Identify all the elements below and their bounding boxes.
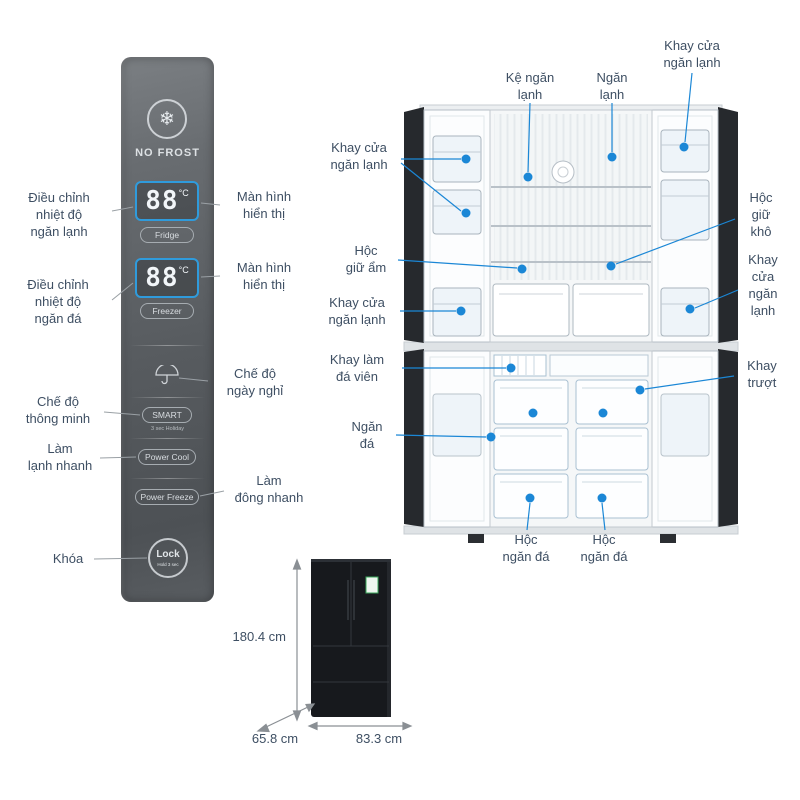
lock-button-label: Lock xyxy=(156,548,180,560)
label-dry-box: Hộc giữ khô xyxy=(749,190,773,239)
mini-fridge-illustration xyxy=(311,559,391,717)
label-door-tray-top-right: Khay cửa ngăn lạnh xyxy=(663,38,721,70)
top-left-door-edge xyxy=(404,107,424,343)
energy-sticker xyxy=(365,576,379,594)
freezer-temp-display: 88 °C xyxy=(135,258,199,298)
fridge-foot xyxy=(660,534,676,543)
fridge-temp-display: 88 °C xyxy=(135,181,199,221)
label-fast-cool: Làm lạnh nhanh xyxy=(27,441,93,473)
fridge-button[interactable]: Fridge xyxy=(140,227,194,243)
snowflake-icon: ❄ xyxy=(159,108,175,130)
holiday-umbrella-icon xyxy=(155,365,179,385)
label-width-dimension: 83.3 cm xyxy=(355,731,403,746)
label-door-tray-mid-left: Khay cửa ngăn lạnh xyxy=(328,295,386,327)
label-display-top: Màn hình hiển thị xyxy=(236,189,292,221)
fridge-foot xyxy=(468,534,484,543)
power-cool-button[interactable]: Power Cool xyxy=(138,449,196,465)
top-right-door xyxy=(651,109,719,343)
label-smart-mode: Chế độ thông minh xyxy=(25,394,91,426)
smart-button-subtext: 3 sec Holiday xyxy=(150,426,185,432)
label-display-bottom: Màn hình hiển thị xyxy=(236,260,292,292)
label-holiday-mode: Chế độ ngày nghỉ xyxy=(226,366,284,398)
label-freezer-compartment: Ngăn đá xyxy=(351,419,383,451)
freezer-temp-digits: 88 xyxy=(145,263,179,293)
top-right-door-edge xyxy=(718,107,738,343)
bottom-right-door-edge xyxy=(718,349,738,527)
fridge-interior xyxy=(489,109,653,343)
panel-divider xyxy=(130,438,205,439)
label-depth-dimension: 65.8 cm xyxy=(251,731,299,746)
panel-divider xyxy=(130,397,205,398)
fridge-shelves xyxy=(491,186,651,263)
label-freezer-temp-adjust: Điều chỉnh nhiệt độ ngăn đá xyxy=(27,277,89,326)
no-frost-logo: ❄ xyxy=(147,99,187,139)
top-right-door-bins xyxy=(660,129,710,337)
bottom-left-door xyxy=(423,350,491,528)
bottom-left-door-edge xyxy=(404,349,424,527)
label-door-tray-mid-right: Khay cửa ngăn lạnh xyxy=(748,252,778,318)
open-fridge-illustration xyxy=(403,104,739,543)
fridge-temp-digits: 88 xyxy=(145,186,179,216)
fridge-temp-unit: °C xyxy=(178,188,189,198)
freezer-interior xyxy=(489,350,653,528)
fridge-light xyxy=(551,160,575,184)
freezer-temp-unit: °C xyxy=(178,265,189,275)
ice-tray xyxy=(493,354,547,377)
lock-button-subtext: Hold 3 sec xyxy=(157,561,179,567)
bottom-right-door xyxy=(651,350,719,528)
power-freeze-button[interactable]: Power Freeze xyxy=(135,489,199,505)
control-panel: ❄ NO FROST 88 °C Fridge 88 °C Freezer SM… xyxy=(121,57,214,602)
label-fridge-temp-adjust: Điều chỉnh nhiệt độ ngăn lạnh xyxy=(28,190,90,239)
freezer-drawers xyxy=(493,379,649,519)
feature-dots xyxy=(456,142,695,503)
label-ice-tray: Khay làm đá viên xyxy=(329,352,385,384)
label-fast-freeze: Làm đông nhanh xyxy=(234,473,304,505)
no-frost-text: NO FROST xyxy=(135,147,200,159)
top-left-door-bins xyxy=(432,135,482,337)
feature-connector-lines xyxy=(395,72,739,531)
top-left-door xyxy=(423,109,491,343)
label-humid-box: Hộc giữ ẩm xyxy=(345,243,387,275)
label-fridge-compartment: Ngăn lạnh xyxy=(596,70,628,102)
panel-divider xyxy=(130,345,205,346)
slide-tray xyxy=(549,354,649,377)
crisper-drawers xyxy=(492,283,650,337)
smart-button[interactable]: SMART xyxy=(142,407,192,423)
label-shelf: Kệ ngăn lạnh xyxy=(505,70,555,102)
label-freezer-box-right: Hộc ngăn đá xyxy=(580,532,628,564)
label-slide-tray: Khay trượt xyxy=(747,358,777,390)
label-height-dimension: 180.4 cm xyxy=(232,629,286,644)
label-freezer-box-left: Hộc ngăn đá xyxy=(502,532,550,564)
panel-divider xyxy=(130,478,205,479)
lock-button[interactable]: Lock Hold 3 sec xyxy=(148,538,188,578)
freezer-button[interactable]: Freezer xyxy=(140,303,194,319)
label-door-tray-top-left: Khay cửa ngăn lạnh xyxy=(330,140,388,172)
label-lock: Khóa xyxy=(52,551,84,566)
